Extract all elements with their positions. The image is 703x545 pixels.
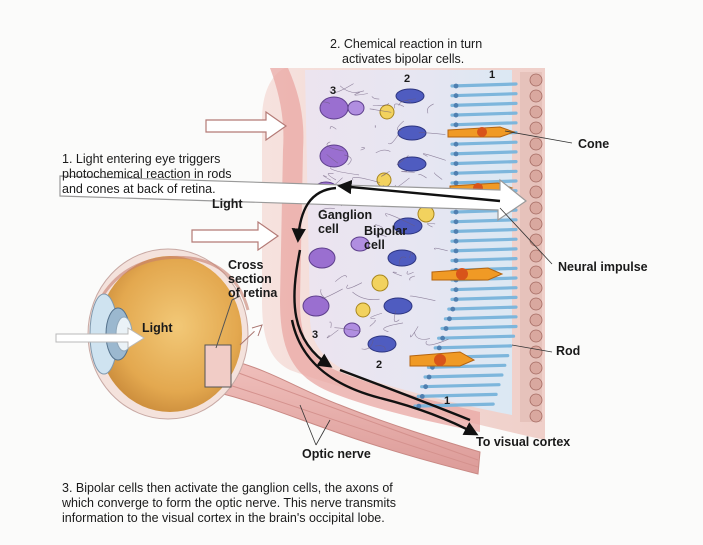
caption-step1-line3: and cones at back of retina. <box>62 182 216 196</box>
eye-light-ray <box>55 327 145 349</box>
label-cross-section: Cross section of retina <box>228 258 277 300</box>
cone-cells <box>409 126 516 367</box>
label-bipolar-line1: Bipolar <box>364 224 408 238</box>
zoom-arrow <box>251 324 263 337</box>
label-rod: Rod <box>556 344 581 358</box>
sclera-band <box>270 68 480 432</box>
label-ganglion-line2: cell <box>318 222 339 236</box>
label-cross-line3: of retina <box>228 286 278 300</box>
label-neural-impulse: Neural impulse <box>558 260 648 274</box>
label-ganglion-cell: Ganglion cell <box>318 208 372 236</box>
pigment-beads <box>529 73 543 423</box>
light-rays <box>59 110 528 252</box>
caption-step2-line1: 2. Chemical reaction in turn <box>330 37 483 51</box>
caption-step2: 2. Chemical reaction in turn activates b… <box>330 37 482 67</box>
label-bipolar-line2: cell <box>364 238 385 252</box>
eyeball <box>87 248 250 420</box>
cross-section-pointer <box>215 295 241 349</box>
caption-step3: 3. Bipolar cells then activate the gangl… <box>62 481 396 526</box>
impulse-pathway <box>290 179 501 436</box>
caption-step1-line2: photochemical reaction in rods <box>62 167 232 181</box>
label-cross-line1: Cross <box>228 258 264 272</box>
caption-step1: 1. Light entering eye triggers photochem… <box>62 152 232 197</box>
label-bipolar-cell: Bipolar cell <box>364 224 407 252</box>
label-ganglion-line1: Ganglion <box>318 208 373 222</box>
layer-number-top-2: 2 <box>404 73 411 85</box>
caption-step3-line2: which converge to form the optic nerve. … <box>62 496 396 510</box>
layer-number-bottom-1: 1 <box>444 395 451 407</box>
rod-cells <box>413 82 518 409</box>
layer-number-bottom-3: 3 <box>312 329 319 341</box>
leader-lines <box>299 130 573 446</box>
label-optic-nerve: Optic nerve <box>302 447 371 461</box>
layer-number-top-3: 3 <box>330 85 337 97</box>
retina-cell-layers <box>305 70 512 415</box>
caption-step2-line2: activates bipolar cells. <box>342 52 465 66</box>
label-light-upper: Light <box>212 197 243 211</box>
layer-number-bottom-2: 2 <box>376 359 383 371</box>
label-cone: Cone <box>578 137 610 151</box>
label-light-eye: Light <box>142 321 173 335</box>
layer-number-top-1: 1 <box>489 69 496 81</box>
caption-step3-line1: 3. Bipolar cells then activate the gangl… <box>62 481 393 495</box>
bipolar-cells <box>355 88 435 353</box>
caption-step3-line3: information to the visual cortex in the … <box>62 511 385 525</box>
label-to-visual-cortex: To visual cortex <box>476 435 571 449</box>
label-cross-line2: section <box>228 272 272 286</box>
caption-step1-line1: 1. Light entering eye triggers <box>62 152 221 166</box>
